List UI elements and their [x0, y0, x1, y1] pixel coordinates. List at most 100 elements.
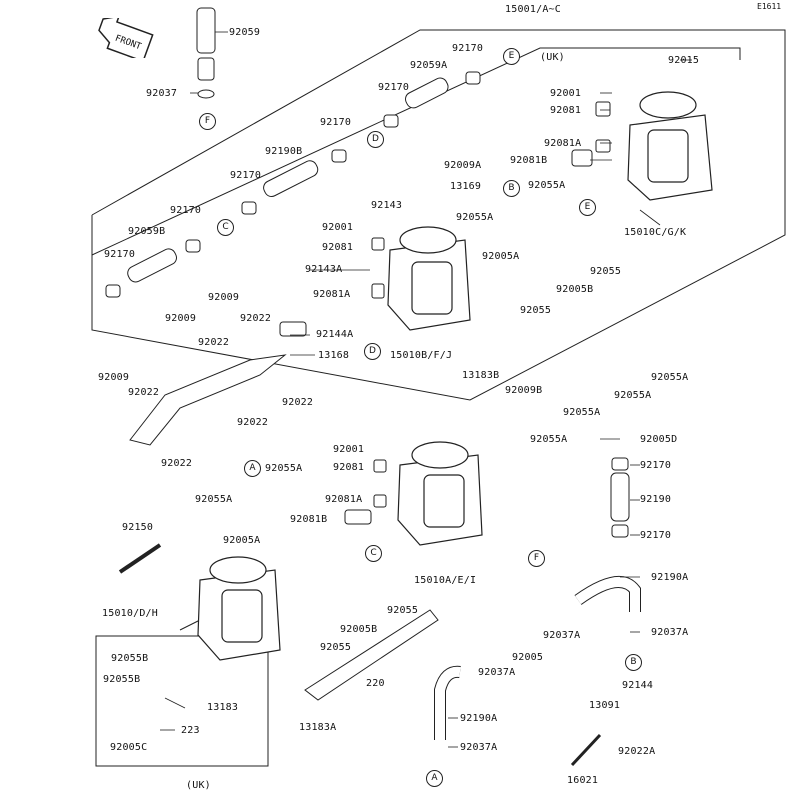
part-label: 92190A	[651, 572, 689, 583]
part-label: 13183	[207, 702, 239, 713]
ref-circle: A	[244, 460, 261, 477]
uk-label-top: (UK)	[540, 52, 565, 63]
part-label: 92144A	[316, 329, 354, 340]
part-label: 92055A	[614, 390, 652, 401]
part-label: 15010A/E/I	[414, 575, 477, 586]
part-label: 92059A	[410, 60, 448, 71]
part-label: 13091	[589, 700, 621, 711]
part-label: 92081B	[510, 155, 548, 166]
ref-circle: D	[364, 343, 381, 360]
bracket-13168	[129, 354, 287, 446]
part-label: 16021	[567, 775, 599, 786]
part-label: 92170	[230, 170, 262, 181]
hose-92190	[610, 472, 630, 522]
part-label: 92005A	[223, 535, 261, 546]
assembly-label: 15001/A~C	[505, 4, 561, 15]
part-label: 92055	[320, 642, 352, 653]
part-label: 92190A	[460, 713, 498, 724]
spring-92144A	[279, 321, 307, 337]
part-label: 92037	[146, 88, 178, 99]
part-label: 92055A	[651, 372, 689, 383]
part-label: 92005	[512, 652, 544, 663]
part-label: 92005D	[640, 434, 678, 445]
part-label: 92170	[378, 82, 410, 93]
part-label: 92081	[322, 242, 354, 253]
part-label: 13169	[450, 181, 482, 192]
part-label: 92143	[371, 200, 403, 211]
hose-92190B	[263, 160, 319, 198]
part-label: 92081A	[325, 494, 363, 505]
ref-circle: C	[217, 219, 234, 236]
part-label: 92081A	[544, 138, 582, 149]
ref-circle: C	[365, 545, 382, 562]
ref-circle: D	[367, 131, 384, 148]
part-label: 92055	[590, 266, 622, 277]
part-label: 92022	[240, 313, 272, 324]
part-label: 92170	[104, 249, 136, 260]
hose-92190A-bottom-inner	[435, 666, 461, 740]
part-label: 92170	[170, 205, 202, 216]
part-label: 92190B	[265, 146, 303, 157]
part-label: 220	[366, 678, 385, 689]
part-label: 92005B	[340, 624, 378, 635]
part-label: 92081	[550, 105, 582, 116]
part-label: 92150	[122, 522, 154, 533]
uk-box-bottom	[95, 635, 269, 767]
ref-circle: F	[528, 550, 545, 567]
part-label: 92015	[668, 55, 700, 66]
part-label: 92143A	[305, 264, 343, 275]
part-label: 92190	[640, 494, 672, 505]
front-arrow-icon: FRONT	[98, 18, 154, 58]
part-label: 92005B	[556, 284, 594, 295]
hose-92059B	[127, 248, 177, 283]
part-label: 92001	[550, 88, 582, 99]
ref-circle: E	[579, 199, 596, 216]
part-label: 92055A	[456, 212, 494, 223]
clip-92037	[197, 89, 215, 99]
part-label: 92059	[229, 27, 261, 38]
part-label: 92055A	[528, 180, 566, 191]
part-label: 92144	[622, 680, 654, 691]
part-label: 92037A	[543, 630, 581, 641]
cable-16021	[570, 733, 602, 767]
ref-circle: E	[503, 48, 520, 65]
part-label: 13168	[318, 350, 350, 361]
part-label: 15010C/G/K	[624, 227, 687, 238]
hose-92059A	[405, 77, 449, 109]
ref-circle: B	[503, 180, 520, 197]
part-label: 92009	[165, 313, 197, 324]
part-label: 92009B	[505, 385, 543, 396]
part-label: 92037A	[460, 742, 498, 753]
ref-circle: F	[199, 113, 216, 130]
rail-13183A	[304, 609, 439, 701]
part-label: 92009	[208, 292, 240, 303]
spring-92081B-top	[571, 149, 593, 167]
uk-bracket-top	[91, 47, 741, 256]
part-label: 92001	[333, 444, 365, 455]
ref-circle: A	[426, 770, 443, 787]
part-label: 92055A	[265, 463, 303, 474]
part-label: 92022	[128, 387, 160, 398]
part-label: 92055B	[103, 674, 141, 685]
part-label: 92081B	[290, 514, 328, 525]
part-label: 92005A	[482, 251, 520, 262]
part-label: 13183B	[462, 370, 500, 381]
part-label: 92037A	[478, 667, 516, 678]
part-label: 92170	[452, 43, 484, 54]
ref-circle: B	[625, 654, 642, 671]
uk-label-bottom: (UK)	[186, 780, 211, 791]
part-label: 92022	[161, 458, 193, 469]
part-label: 15010B/F/J	[390, 350, 453, 361]
hose-92059	[196, 7, 216, 54]
part-label: 92055	[387, 605, 419, 616]
part-label: 92022	[198, 337, 230, 348]
hose-92190A-right-inner	[575, 577, 640, 612]
part-label: 92005C	[110, 742, 148, 753]
fitting-92059-lower	[197, 57, 215, 81]
part-label: 92009A	[444, 160, 482, 171]
part-label: 92022	[237, 417, 269, 428]
part-label: 92055A	[195, 494, 233, 505]
spring-92081B-mid	[344, 509, 372, 525]
part-label: 92022	[282, 397, 314, 408]
